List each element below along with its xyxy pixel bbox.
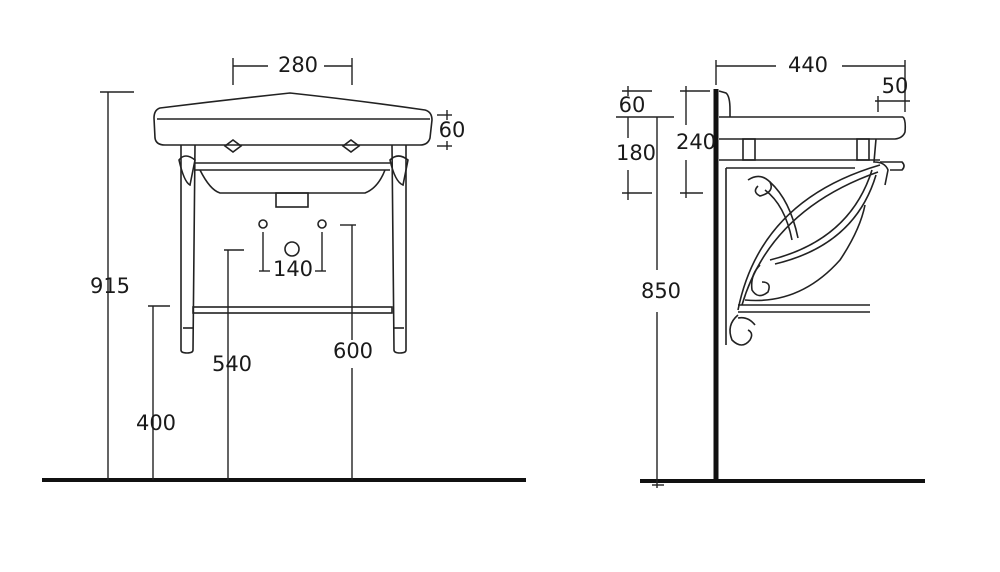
- dimension-lines-side: [616, 60, 910, 488]
- washbasin-front: [153, 92, 433, 354]
- front-view: 915 400 540 600 280 60 140: [42, 53, 526, 482]
- dim-drain-height: 540: [212, 352, 252, 376]
- side-view: 440 50 60 180 240 850: [616, 53, 925, 488]
- dim-shelf-height: 400: [136, 411, 176, 435]
- dim-rim-height: 850: [641, 279, 681, 303]
- dim-rim-thickness: 60: [439, 118, 466, 142]
- dim-total-height: 915: [90, 274, 130, 298]
- dimension-lines-front: [100, 58, 452, 480]
- washbasin-side: [718, 90, 907, 346]
- dim-depth: 440: [788, 53, 828, 77]
- dim-tap-spacing: 280: [278, 53, 318, 77]
- dim-supply-height: 600: [333, 339, 373, 363]
- dim-bowl-depth: 180: [616, 141, 656, 165]
- dim-backsplash: 60: [619, 93, 646, 117]
- dim-overhang: 50: [882, 74, 909, 98]
- dim-supply-spacing: 140: [273, 257, 313, 281]
- dim-bracket-to-top: 240: [676, 130, 716, 154]
